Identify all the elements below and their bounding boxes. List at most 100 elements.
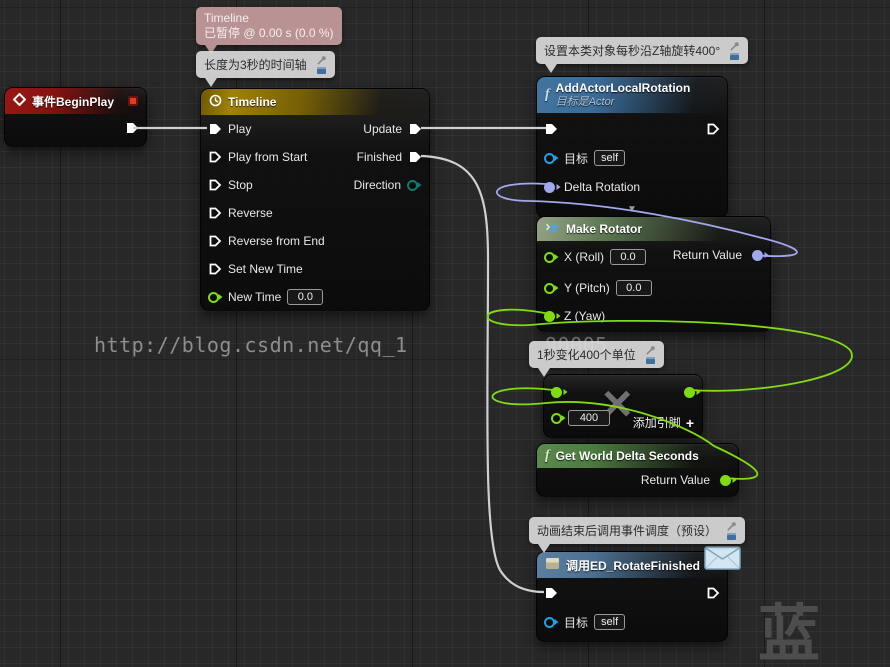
exec-out-pin-update[interactable] — [408, 122, 422, 136]
diamond-event-icon — [12, 92, 27, 109]
envelope-icon — [704, 543, 741, 575]
node-call-ed-rotatefinished[interactable]: 调用ED_RotateFinished 目标 self — [536, 551, 728, 642]
multiply-input-b-value[interactable] — [568, 410, 610, 426]
function-icon: f — [545, 87, 550, 102]
pin-label: Finished — [356, 150, 402, 164]
bubble-detail-icon — [730, 53, 740, 60]
target-self-box[interactable]: self — [594, 150, 626, 166]
z-yaw-pin[interactable] — [544, 310, 555, 322]
bubble-tail — [538, 368, 550, 377]
pushpin-icon[interactable] — [729, 41, 740, 52]
new-time-input[interactable] — [287, 289, 324, 305]
expand-arrow-icon[interactable]: ▼ — [627, 204, 637, 215]
bubble-text: 1秒变化400个单位 — [537, 348, 636, 362]
pin-label: Return Value — [640, 473, 710, 487]
bubble-tail — [538, 544, 550, 553]
pushpin-icon[interactable] — [645, 345, 656, 356]
y-pitch-pin[interactable] — [544, 282, 555, 294]
target-pin[interactable] — [544, 616, 555, 628]
wire-rotator-return-to-delta[interactable] — [496, 182, 798, 258]
bubble-tail — [545, 64, 557, 73]
bubble-detail-icon — [645, 357, 655, 364]
url-watermark: http://blog.csdn.net/qq_1 — [94, 333, 408, 357]
node-timeline[interactable]: Timeline Play Play from Start Stop Rever… — [200, 88, 430, 311]
bubble-detail-icon — [727, 533, 737, 540]
exec-in-pin[interactable] — [544, 122, 558, 136]
exec-out-pin-finished[interactable] — [408, 150, 422, 164]
exec-in-pin-reverse-from-end[interactable] — [208, 234, 222, 248]
logo-watermark: 蓝图 — [758, 600, 827, 667]
multiply-comment-bubble: 1秒变化400个单位 — [529, 341, 664, 377]
exec-in-pin[interactable] — [544, 586, 558, 600]
node-make-rotator[interactable]: Make Rotator X (Roll) Y (Pitch) Z (Yaw) … — [536, 216, 771, 332]
y-pitch-input[interactable] — [615, 280, 652, 296]
target-self-box[interactable]: self — [594, 614, 626, 630]
exec-in-pin-stop[interactable] — [208, 178, 222, 192]
node-title: Timeline — [228, 95, 277, 109]
target-pin[interactable] — [544, 152, 555, 164]
new-time-pin[interactable] — [208, 291, 219, 303]
node-title: Get World Delta Seconds — [555, 449, 699, 463]
pin-label: Delta Rotation — [564, 180, 641, 194]
dispatcher-comment-bubble: 动画结束后调用事件调度（预设） — [529, 517, 746, 553]
direction-pin[interactable] — [407, 179, 418, 191]
node-title: 调用ED_RotateFinished — [566, 558, 701, 573]
pin-label: New Time — [228, 290, 282, 304]
return-value-pin[interactable] — [720, 474, 731, 486]
node-event-beginplay-header[interactable]: 事件BeginPlay — [5, 88, 146, 114]
pin-label: Stop — [228, 178, 253, 192]
pin-label: 目标 — [564, 615, 589, 630]
node-make-rotator-header[interactable]: Make Rotator — [537, 217, 770, 241]
bubble-line: Timeline — [204, 11, 249, 25]
pin-label: Reverse from End — [228, 234, 325, 248]
bubble-tail — [205, 78, 217, 87]
node-call-dispatcher-header[interactable]: 调用ED_RotateFinished — [537, 552, 727, 578]
bubble-line: 已暂停 @ 0.00 s (0.0 %) — [204, 26, 334, 40]
pin-label: Play from Start — [228, 150, 308, 164]
node-multiply[interactable]: × 添加引脚 + — [543, 374, 703, 438]
timeline-status-bubble: Timeline 已暂停 @ 0.00 s (0.0 %) — [196, 7, 342, 54]
red-square-icon — [128, 96, 138, 106]
pin-label: Reverse — [228, 206, 273, 220]
pin-label: 目标 — [564, 151, 589, 166]
make-struct-icon — [545, 222, 560, 237]
node-add-actor-local-rotation[interactable]: f AddActorLocalRotation 目标是Actor 目标 self… — [536, 76, 728, 218]
node-event-beginplay[interactable]: 事件BeginPlay — [4, 87, 147, 147]
bubble-text: 动画结束后调用事件调度（预设） — [537, 524, 718, 538]
exec-in-pin-play-from-start[interactable] — [208, 150, 222, 164]
pin-label: Y (Pitch) — [564, 281, 610, 295]
multiply-input-a-pin[interactable] — [551, 386, 562, 398]
x-roll-pin[interactable] — [544, 251, 555, 263]
timeline-comment-bubble: 长度为3秒的时间轴 — [196, 51, 335, 87]
exec-out-pin[interactable] — [125, 121, 139, 135]
rotation-comment-bubble: 设置本类对象每秒沿Z轴旋转400° — [536, 37, 749, 73]
bubble-text: 设置本类对象每秒沿Z轴旋转400° — [544, 44, 721, 58]
node-subtitle: 目标是Actor — [555, 95, 615, 108]
node-get-world-delta-seconds[interactable]: f Get World Delta Seconds Return Value — [536, 443, 739, 497]
node-title: 事件BeginPlay — [32, 94, 115, 109]
wire-exec-finished-to-dispatcher[interactable] — [420, 154, 545, 594]
node-get-world-delta-header[interactable]: f Get World Delta Seconds — [537, 444, 738, 468]
add-pin-plus-icon[interactable]: + — [685, 414, 694, 431]
bubble-detail-icon — [316, 67, 326, 74]
wire-delta-seconds-to-multiply[interactable] — [491, 387, 759, 480]
exec-in-pin-play[interactable] — [208, 122, 222, 136]
node-add-rotation-header[interactable]: f AddActorLocalRotation 目标是Actor — [537, 77, 727, 113]
exec-in-pin-set-new-time[interactable] — [208, 262, 222, 276]
delta-rotation-pin[interactable] — [544, 181, 555, 193]
node-timeline-header[interactable]: Timeline — [201, 89, 429, 115]
exec-out-pin[interactable] — [706, 122, 720, 136]
pushpin-icon[interactable] — [726, 521, 737, 532]
pushpin-icon[interactable] — [316, 55, 327, 66]
exec-in-pin-reverse[interactable] — [208, 206, 222, 220]
wire-multiply-out-to-zyaw[interactable] — [486, 308, 853, 392]
multiply-input-b-pin[interactable] — [551, 412, 562, 424]
exec-out-pin[interactable] — [706, 586, 720, 600]
node-title: AddActorLocalRotation — [555, 81, 691, 96]
x-roll-input[interactable] — [610, 249, 647, 265]
pin-label: Z (Yaw) — [564, 309, 606, 323]
multiply-output-pin[interactable] — [684, 386, 695, 398]
dispatcher-box-icon — [545, 557, 560, 573]
